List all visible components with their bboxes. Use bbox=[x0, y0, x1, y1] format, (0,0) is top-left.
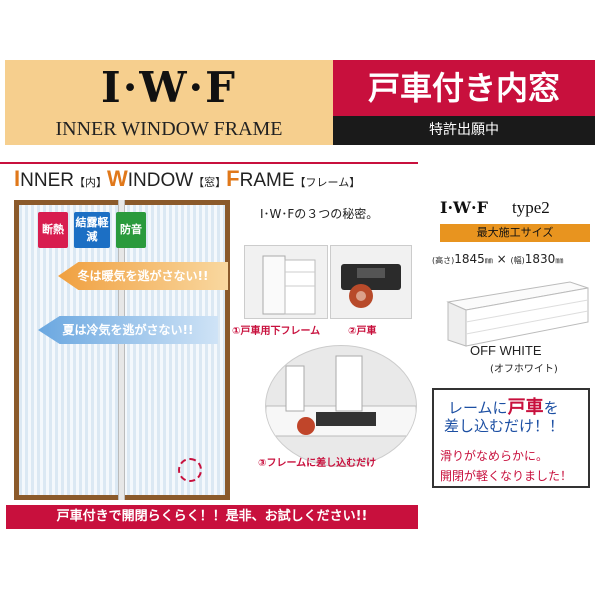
caption-roller: ②戸車 bbox=[348, 326, 377, 337]
title-f-rest: RAME bbox=[239, 170, 295, 191]
lower-frame-image bbox=[244, 245, 328, 319]
patent-note: 特許出願中 bbox=[333, 116, 595, 145]
times-sign: × bbox=[496, 252, 507, 266]
color-name-jp: (オフホワイト) bbox=[490, 364, 558, 375]
warm-air-arrow: 冬は暖気を逃がさない!! bbox=[58, 262, 228, 290]
title-i-cap: I bbox=[14, 166, 21, 191]
roller-insert-drawing bbox=[266, 355, 416, 437]
max-size-label: 最大施工サイズ bbox=[440, 224, 590, 242]
title-i-tag: 【内】 bbox=[73, 177, 107, 189]
callout-line-1: レームに戸車を bbox=[448, 393, 559, 419]
spec-logo: I·W·F bbox=[440, 198, 488, 217]
height-unit: ㎜ bbox=[484, 256, 493, 265]
header-logo-panel: I·W·F INNER WINDOW FRAME bbox=[5, 60, 333, 145]
door-roller-drawing bbox=[341, 264, 401, 308]
height-value: 1845 bbox=[454, 252, 485, 266]
door-roller-image bbox=[330, 245, 412, 319]
frame-profile-drawing bbox=[446, 281, 589, 347]
callout-line-2: 差し込むだけ！！ bbox=[444, 417, 565, 435]
product-title: 戸車付き内窓 bbox=[333, 60, 595, 116]
cool-air-arrow: 夏は冷気を逃がさない!! bbox=[38, 316, 218, 344]
frame-profile-image bbox=[440, 280, 590, 350]
section-divider bbox=[0, 162, 418, 164]
width-label: (幅) bbox=[510, 256, 525, 265]
spec-type: type2 bbox=[512, 198, 550, 217]
callout-line-3: 滑りがなめらかに。 bbox=[440, 449, 549, 463]
badge-soundproof: 防音 bbox=[116, 212, 146, 248]
height-label: (高さ) bbox=[432, 256, 455, 265]
feature-callout-box bbox=[432, 388, 590, 488]
width-unit: ㎜ bbox=[555, 256, 564, 265]
title-f-tag: 【フレーム】 bbox=[294, 177, 361, 189]
lower-frame-drawing bbox=[262, 255, 316, 315]
roller-insert-closeup bbox=[265, 345, 417, 467]
title-w-cap: W bbox=[106, 166, 128, 191]
title-w-rest: INDOW bbox=[127, 170, 194, 191]
color-name: OFF WHITE bbox=[470, 343, 542, 358]
brand-logo: I·W·F bbox=[101, 63, 237, 112]
callout-line-1a: レームに bbox=[448, 399, 508, 417]
title-f-cap: F bbox=[226, 166, 240, 191]
section-title: INNER【内】WINDOW【窓】FRAME【フレーム】 bbox=[14, 166, 360, 192]
title-w-tag: 【窓】 bbox=[193, 177, 227, 189]
secret-heading: I･W･Fの３つの秘密。 bbox=[260, 207, 379, 221]
brand-subtitle: INNER WINDOW FRAME bbox=[55, 118, 283, 140]
callout-line-1b: を bbox=[543, 399, 559, 417]
callout-highlight: 戸車 bbox=[507, 397, 544, 418]
width-value: 1830 bbox=[524, 252, 556, 266]
roller-highlight-circle bbox=[178, 458, 202, 482]
badge-insulation: 断熱 bbox=[38, 212, 68, 248]
dimensions: (高さ)1845㎜ × (幅)1830㎜ bbox=[432, 252, 563, 266]
title-i-rest: NNER bbox=[20, 170, 74, 191]
badge-condensation: 結露軽減 bbox=[74, 212, 110, 248]
caption-insert: ③フレームに差し込むだけ bbox=[258, 458, 377, 469]
caption-lower-frame: ①戸車用下フレーム bbox=[232, 326, 321, 337]
bottom-banner: 戸車付きで開閉らくらく！！是非、お試しください!! bbox=[6, 505, 418, 529]
window-sash-divider bbox=[118, 200, 125, 500]
callout-line-4: 開閉が軽くなりました！ bbox=[440, 469, 573, 483]
